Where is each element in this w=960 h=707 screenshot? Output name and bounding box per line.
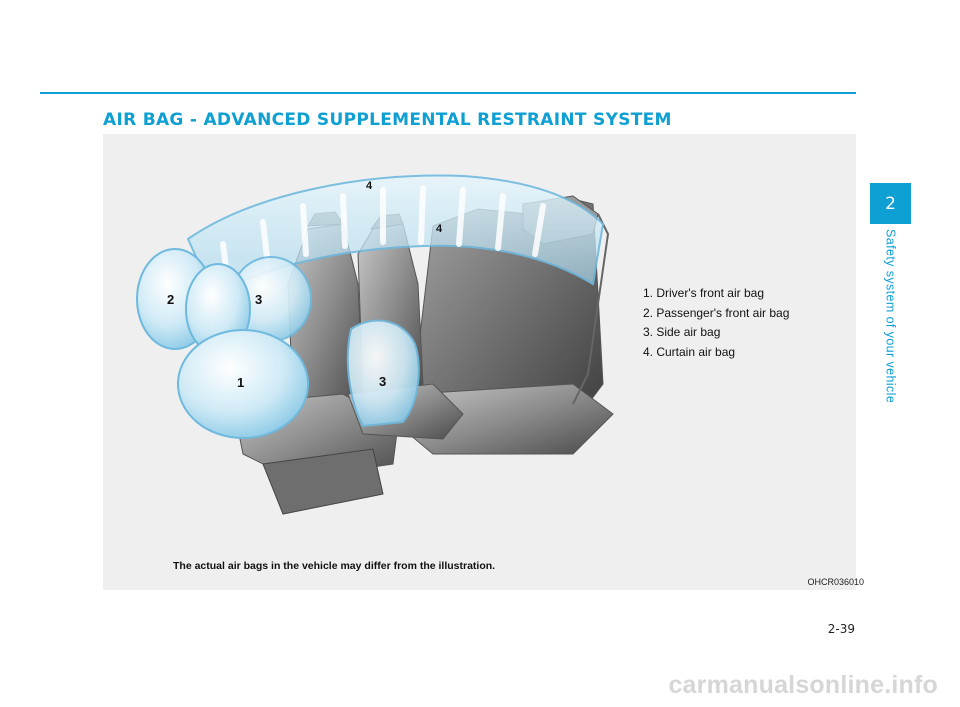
chapter-sidebar: 2 xyxy=(870,183,911,224)
figure-panel: 1 2 3 3 4 4 1. Driver's front air bag 2.… xyxy=(103,134,864,590)
legend-item: 3. Side air bag xyxy=(643,325,721,339)
legend-item: 4. Curtain air bag xyxy=(643,344,736,359)
figure-note: The actual air bags in the vehicle may d… xyxy=(173,560,496,572)
chapter-tab: 2 xyxy=(870,183,911,224)
callout-4-mid: 4 xyxy=(436,223,443,235)
callout-4-top: 4 xyxy=(366,180,373,192)
watermark: carmanualsonline.info xyxy=(668,671,938,699)
airbag-illustration: 1 2 3 3 4 4 xyxy=(136,174,614,515)
callout-2: 2 xyxy=(167,292,174,307)
section-title: Safety system of your vehicle xyxy=(883,229,898,404)
airbag-legend: 1. Driver's front air bag 2. Passenger's… xyxy=(643,284,789,362)
figure-code: OHCR036010 xyxy=(807,577,864,587)
legend-item: 1. Driver's front air bag xyxy=(643,286,765,300)
front-airbags xyxy=(136,248,309,439)
callout-3-side: 3 xyxy=(379,374,386,389)
page-title: AIR BAG - ADVANCED SUPPLEMENTAL RESTRAIN… xyxy=(103,110,672,130)
top-rule xyxy=(40,92,856,94)
callout-1: 1 xyxy=(237,375,244,390)
side-airbags xyxy=(230,256,420,428)
callout-3-front: 3 xyxy=(255,292,262,307)
legend-item: 2. Passenger's front air bag xyxy=(643,305,790,320)
page-number: 2-39 xyxy=(827,622,855,636)
